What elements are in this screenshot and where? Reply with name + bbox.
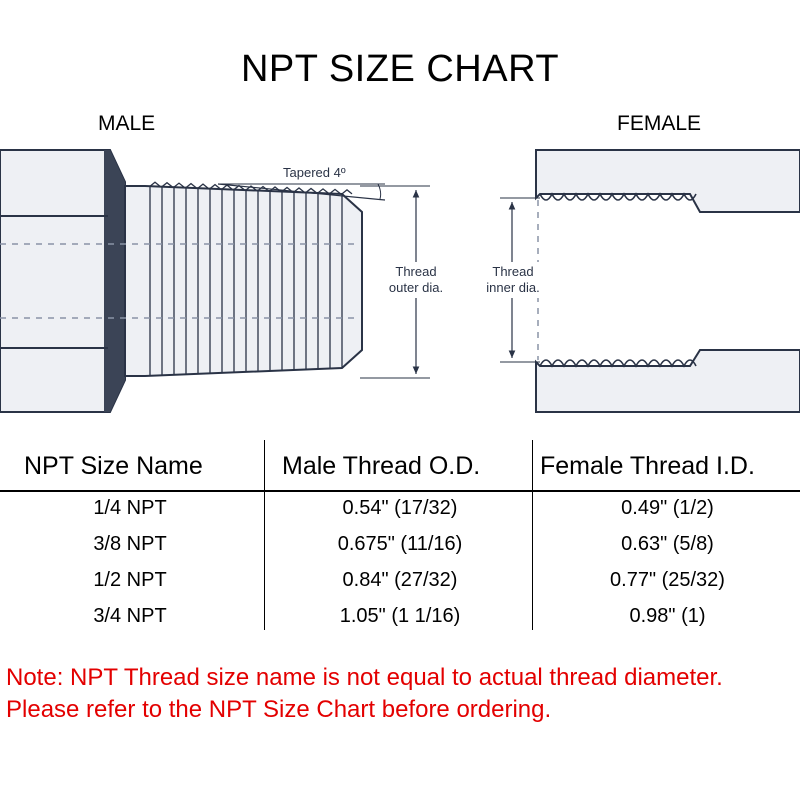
table-divider bbox=[264, 440, 265, 630]
male-hex-shadow bbox=[104, 150, 125, 412]
male-threaded-shank bbox=[124, 185, 363, 377]
female-thread-teeth bbox=[539, 192, 697, 368]
male-thread-crests bbox=[149, 181, 353, 376]
female-fitting: Thread inner dia. bbox=[478, 149, 800, 413]
header-male-od: Male Thread O.D. bbox=[282, 452, 481, 480]
cell-size: 1/2 NPT bbox=[93, 569, 167, 591]
table-row: 3/8 NPT 0.675" (11/16) 0.63" (5/8) bbox=[0, 528, 800, 564]
cell-female-id: 0.63" (5/8) bbox=[621, 533, 714, 555]
taper-label: Tapered 4º bbox=[283, 165, 346, 180]
male-label: MALE bbox=[98, 112, 156, 135]
cell-male-od: 0.675" (11/16) bbox=[337, 533, 463, 555]
table-divider bbox=[532, 440, 533, 630]
female-lower-wall bbox=[535, 349, 800, 413]
taper-line bbox=[217, 183, 386, 201]
cell-female-id: 0.98" (1) bbox=[629, 605, 706, 627]
female-label: FEMALE bbox=[617, 112, 702, 135]
cell-size: 1/4 NPT bbox=[93, 497, 167, 519]
page-title: NPT SIZE CHART bbox=[240, 48, 560, 90]
outer-dia-label-2: outer dia. bbox=[389, 280, 443, 295]
npt-size-table: NPT Size Name Male Thread O.D. Female Th… bbox=[0, 440, 800, 636]
header-female-id: Female Thread I.D. bbox=[540, 452, 755, 480]
header-size-name: NPT Size Name bbox=[24, 452, 203, 480]
cell-female-id: 0.49" (1/2) bbox=[621, 497, 714, 519]
table-row: 1/4 NPT 0.54" (17/32) 0.49" (1/2) bbox=[0, 492, 800, 528]
table-row: 1/2 NPT 0.84" (27/32) 0.77" (25/32) bbox=[0, 564, 800, 600]
cell-female-id: 0.77" (25/32) bbox=[610, 569, 725, 591]
ordering-note: Note: NPT Thread size name is not equal … bbox=[6, 664, 723, 723]
table-header: NPT Size Name Male Thread O.D. Female Th… bbox=[0, 440, 800, 492]
cell-size: 3/8 NPT bbox=[93, 533, 167, 555]
cell-male-od: 0.84" (27/32) bbox=[342, 569, 458, 591]
male-fitting: Tapered 4º Thread outer dia. bbox=[0, 149, 452, 413]
inner-dia-label-2: inner dia. bbox=[486, 280, 539, 295]
inner-dia-label-1: Thread bbox=[492, 264, 533, 279]
female-upper-wall bbox=[535, 149, 800, 213]
npt-thread-diagram: Tapered 4º Thread outer dia. Thread inne… bbox=[0, 149, 800, 413]
cell-male-od: 0.54" (17/32) bbox=[342, 497, 458, 519]
cell-male-od: 1.05" (1 1/16) bbox=[339, 605, 461, 627]
cell-size: 3/4 NPT bbox=[93, 605, 167, 627]
outer-dia-label-1: Thread bbox=[395, 264, 436, 279]
table-row: 3/4 NPT 1.05" (1 1/16) 0.98" (1) bbox=[0, 600, 800, 636]
